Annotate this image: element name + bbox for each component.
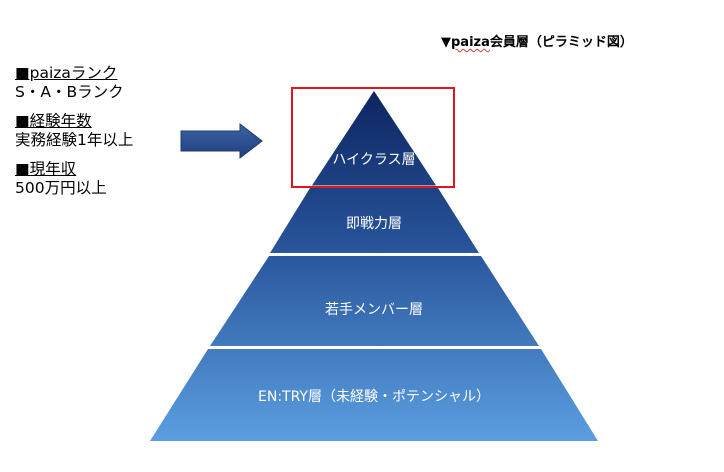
tier-entry xyxy=(150,349,598,441)
tier-highclass xyxy=(310,89,438,187)
criteria-income-value: 500万円以上 xyxy=(15,179,107,197)
highclass-criteria: ■paizaランク S・A・Bランク ■経験年数 実務経験1年以上 ■現年収 5… xyxy=(15,64,133,208)
tier-wakate xyxy=(210,256,539,346)
criteria-experience-value: 実務経験1年以上 xyxy=(15,131,134,149)
tier-sokusenryoku-label: 即戦力層 xyxy=(346,216,402,232)
criteria-income: ■現年収 500万円以上 xyxy=(15,160,133,198)
tier-sokusenryoku xyxy=(270,188,479,253)
pyramid xyxy=(150,89,598,441)
pointer-arrow xyxy=(180,122,263,160)
tier-highclass-label: ハイクラス層 xyxy=(332,152,415,168)
criteria-rank-value: S・A・Bランク xyxy=(15,83,124,101)
diagram-title: ▼paiza会員層（ピラミッド図） xyxy=(441,31,633,50)
title-marker: ▼ xyxy=(441,35,451,50)
tier-wakate-label: 若手メンバー層 xyxy=(325,302,423,318)
criteria-rank: ■paizaランク S・A・Bランク xyxy=(15,64,133,102)
title-rest: 会員層（ピラミッド図） xyxy=(489,35,633,50)
title-paiza: paiza xyxy=(451,35,490,50)
criteria-experience: ■経験年数 実務経験1年以上 xyxy=(15,112,133,150)
criteria-experience-heading: ■経験年数 xyxy=(15,112,92,130)
criteria-rank-heading: ■paizaランク xyxy=(15,64,118,82)
criteria-income-heading: ■現年収 xyxy=(15,160,77,178)
highclass-highlight-box xyxy=(291,87,455,188)
tier-entry-label: EN:TRY層（未経験・ポテンシャル） xyxy=(258,389,490,405)
